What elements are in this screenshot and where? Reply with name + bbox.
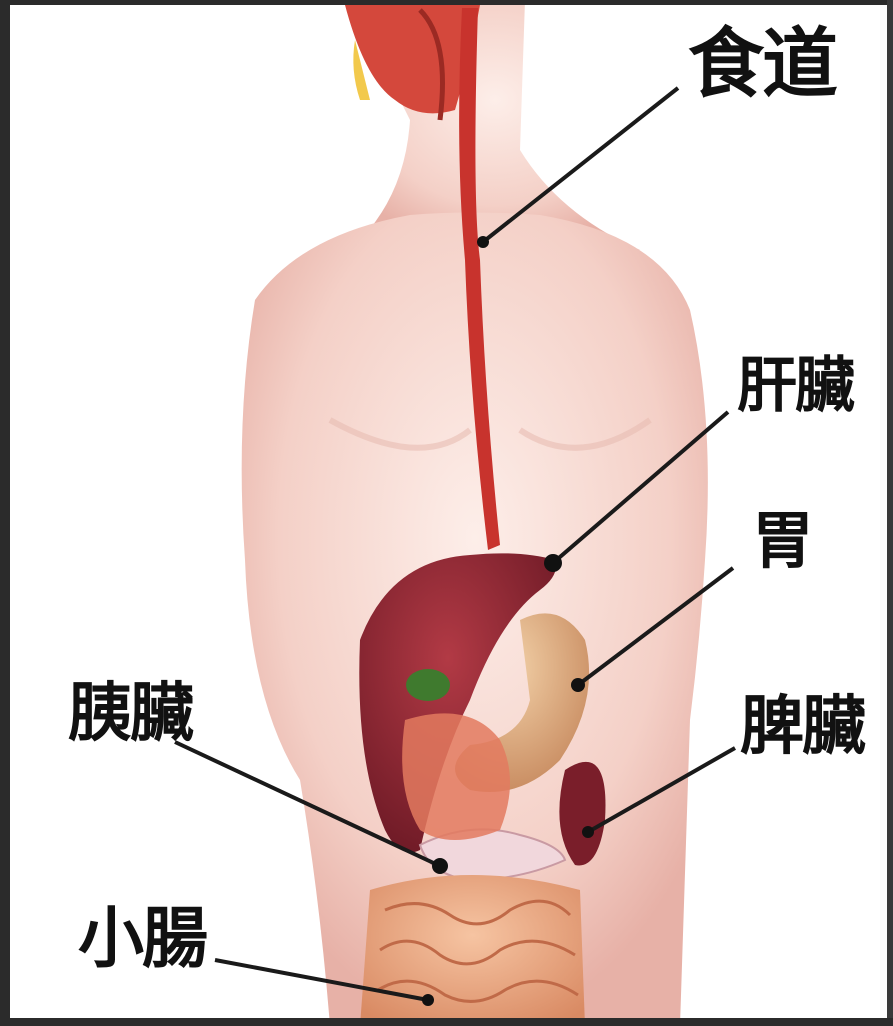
spleen-label: 脾臟	[740, 695, 864, 759]
frame-top-border	[0, 0, 893, 5]
frame-left-border	[0, 0, 10, 1026]
gallbladder-icon	[406, 669, 450, 701]
frame-right-border	[887, 0, 893, 1026]
small-intestine-label: 小腸	[78, 906, 206, 972]
frame-bottom-border	[0, 1018, 893, 1026]
small-intestine-icon	[360, 875, 585, 1026]
liver-label: 肝臟	[737, 356, 853, 416]
stomach-label: 胃	[752, 510, 812, 572]
pancreas-label: 胰臟	[68, 682, 192, 746]
esophagus-label: 食道	[688, 26, 836, 102]
